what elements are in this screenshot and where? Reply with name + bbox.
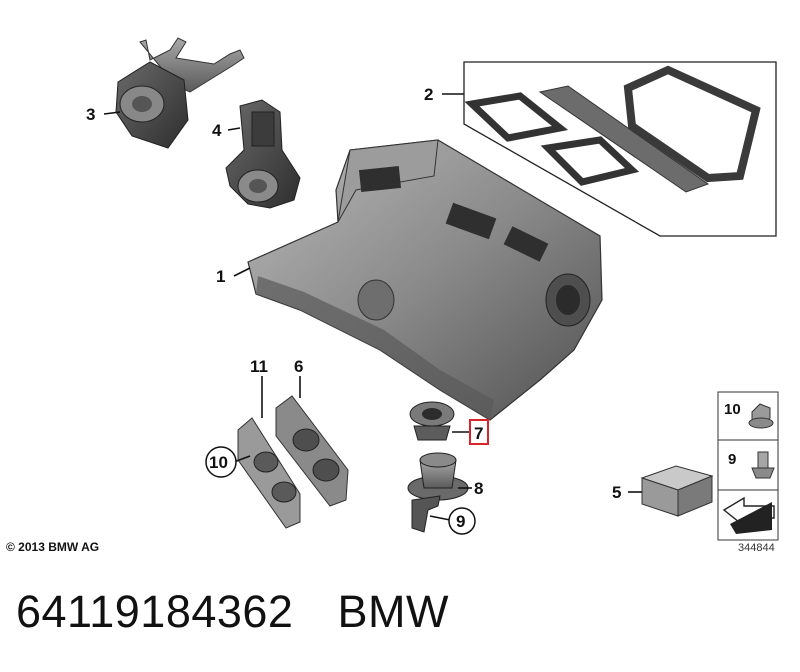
drain-hose-8-illustration — [407, 452, 469, 533]
callout-8[interactable]: 8 — [474, 479, 483, 498]
gaskets-6-11-illustration — [237, 395, 349, 529]
callout-7[interactable]: 7 — [474, 424, 483, 443]
nut-10-icon — [748, 403, 774, 429]
image-number: 344844 — [738, 542, 775, 554]
leader-line-3 — [103, 111, 121, 115]
part-number: 64119184362 — [16, 586, 294, 637]
arrow-symbol-icon — [722, 496, 775, 534]
callout-6[interactable]: 6 — [294, 357, 303, 376]
callout-4[interactable]: 4 — [212, 121, 222, 140]
grommet-7-illustration — [409, 401, 455, 441]
callout-3[interactable]: 3 — [86, 105, 95, 124]
brand-name: BMW — [337, 586, 449, 637]
legend-label-9[interactable]: 9 — [728, 451, 736, 468]
nut-9-icon — [751, 451, 775, 479]
leader-line-4 — [227, 127, 241, 131]
callout-9-circle — [448, 507, 476, 535]
callout-5[interactable]: 5 — [612, 483, 621, 502]
callout-10-circle — [205, 446, 237, 478]
callout-2[interactable]: 2 — [424, 85, 433, 104]
insulation-block-5-illustration — [640, 465, 714, 517]
actuator-4-illustration — [225, 99, 301, 209]
fastener-legend — [717, 391, 779, 541]
callout-9[interactable]: 9 — [456, 512, 465, 531]
parts-diagram: 1 2 3 4 5 6 7 8 9 10 11 10 9 — [86, 37, 779, 541]
callout-11[interactable]: 11 — [250, 357, 268, 376]
seal-set-2-illustration — [463, 61, 777, 237]
housing-1-illustration — [247, 139, 603, 421]
legend-label-10[interactable]: 10 — [724, 401, 741, 418]
copyright-notice: © 2013 BMW AG — [6, 540, 100, 554]
leader-line-1 — [233, 267, 251, 277]
footer-part-line: 64119184362 BMW — [16, 586, 449, 638]
callout-7-highlight-box — [469, 419, 489, 445]
actuator-3-illustration — [115, 37, 245, 149]
callout-10[interactable]: 10 — [209, 453, 228, 472]
leader-line-9 — [429, 515, 451, 521]
callout-1[interactable]: 1 — [216, 267, 225, 286]
